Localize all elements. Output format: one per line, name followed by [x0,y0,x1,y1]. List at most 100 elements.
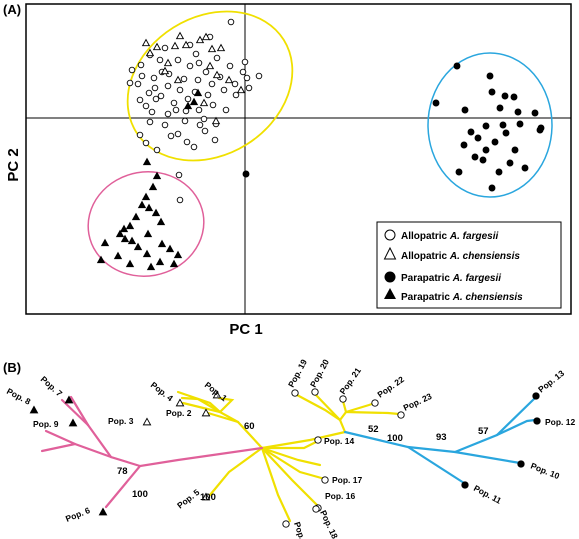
parapatric-fargesii-point [486,72,494,80]
pop-23-symbol [397,411,405,419]
allopatric-chensiensis-point [224,75,234,84]
bootstrap-value: 78 [117,466,128,477]
parapatric-chensiensis-point [127,236,137,245]
parapatric-fargesii-point [495,168,503,176]
allopatric-chensiensis-point [170,41,180,50]
parapatric-fargesii-point [482,122,490,130]
legend-entry-3-prefix: Parapatric [401,273,453,284]
allopatric-fargesii-point [226,62,234,70]
pop-2-symbol [201,408,211,417]
pop-11-label: Pop. 11 [472,483,503,506]
allopatric-fargesii-point [126,79,134,87]
parapatric-fargesii-point [488,88,496,96]
pop-7-symbol [64,395,74,404]
parapatric-fargesii-point [455,168,463,176]
parapatric-fargesii-ellipse [427,52,553,198]
allopatric-fargesii-point [195,59,203,67]
pop-14-label: Pop. 14 [324,436,355,446]
parapatric-chensiensis-point [148,182,158,191]
allopatric-fargesii-point [146,118,154,126]
bootstrap-value: 100 [200,492,216,503]
allopatric-fargesii-point [227,18,235,26]
legend-entry-2-species: A. chensiensis [449,251,520,262]
allopatric-chensiensis-point [211,116,221,125]
allopatric-fargesii-point [255,72,263,80]
tree-population-symbols [29,388,541,528]
parapatric-fargesii-point [531,109,539,117]
pop-6-symbol [98,507,108,516]
parapatric-fargesii-point [460,141,468,149]
allopatric-chensiensis-point [216,43,226,52]
bootstrap-value: 100 [132,489,148,500]
pop-20-label: Pop. 20 [308,357,331,389]
allopatric-fargesii-point [157,92,165,100]
allopatric-fargesii-point [190,143,198,151]
allopatric-fargesii-point [196,121,204,129]
yellow-clade-branches [176,390,401,523]
pop-9-label: Pop. 9 [33,419,59,429]
parapatric-fargesii-point [479,156,487,164]
allopatric-fargesii-point [241,58,249,66]
allopatric-chensiensis-point [195,35,205,44]
allopatric-chensiensis-point [163,58,173,67]
pop-3-symbol [142,417,152,426]
pink-clade-branches [40,395,264,509]
parapatric-chensiensis-point [115,229,125,238]
parapatric-chensiensis-point [183,101,193,110]
parapatric-chensiensis-point [157,239,167,248]
pop-16-label: Pop. 16 [325,491,356,501]
allopatric-fargesii-point [153,146,161,154]
allopatric-chensiensis-point [236,85,246,94]
pop-15-label: Pop. 15 [292,521,311,539]
parapatric-chensiensis-point [141,192,151,201]
allopatric-chensiensis-point [175,31,185,40]
allopatric-fargesii-point [142,102,150,110]
allopatric-fargesii-point [152,95,160,103]
allopatric-fargesii-point [128,66,136,74]
pop-18-symbol [312,505,320,513]
pop-14-symbol [314,436,322,444]
parapatric-fargesii-points [242,62,545,192]
allopatric-fargesii-point [194,76,202,84]
allopatric-chensiensis-point [141,38,151,47]
allopatric-fargesii-point [213,54,221,62]
allopatric-chensiensis-point [181,40,191,49]
parapatric-fargesii-point [511,146,519,154]
allopatric-fargesii-point [174,56,182,64]
parapatric-chensiensis-point [113,251,123,260]
pop-10-label: Pop. 10 [529,461,561,482]
bootstrap-value: 100 [387,433,403,444]
allopatric-fargesii-point [243,74,251,82]
allopatric-fargesii-point [134,80,142,88]
legend-entry-2: Allopatric A. chensiensis [401,251,520,262]
allopatric-fargesii-point [180,75,188,83]
allopatric-fargesii-point [138,72,146,80]
pop-13-label: Pop. 13 [536,368,566,395]
pop-19-label: Pop. 19 [286,357,309,389]
allopatric-fargesii-point [231,80,239,88]
parapatric-fargesii-point [510,93,518,101]
parapatric-chensiensis-point [165,244,175,253]
legend-entry-3-species: A. fargesii [452,273,502,284]
pop-4-label: Pop. 4 [149,380,175,404]
parapatric-chensiensis-point [151,208,161,217]
allopatric-fargesii-point [150,74,158,82]
allopatric-chensiensis-point [199,98,209,107]
pop-19-symbol [291,389,299,397]
allopatric-fargesii-point [183,138,191,146]
pop-6-label: Pop. 6 [64,505,92,524]
parapatric-chensiensis-point [142,157,152,166]
parapatric-chensiensis-point [193,88,203,97]
parapatric-fargesii-point [501,92,509,100]
pop-12-symbol [533,417,541,425]
allopatric-fargesii-point [142,139,150,147]
bootstrap-value: 93 [436,432,447,443]
pop-18-label: Pop. 18 [318,509,340,539]
legend-entry-3: Parapatric A. fargesii [401,273,501,284]
parapatric-chensiensis-point [152,171,162,180]
allopatric-fargesii-point [209,101,217,109]
allopatric-fargesii-point [145,89,153,97]
pop-20-symbol [311,388,319,396]
parapatric-chensiensis-ellipse [87,171,205,277]
